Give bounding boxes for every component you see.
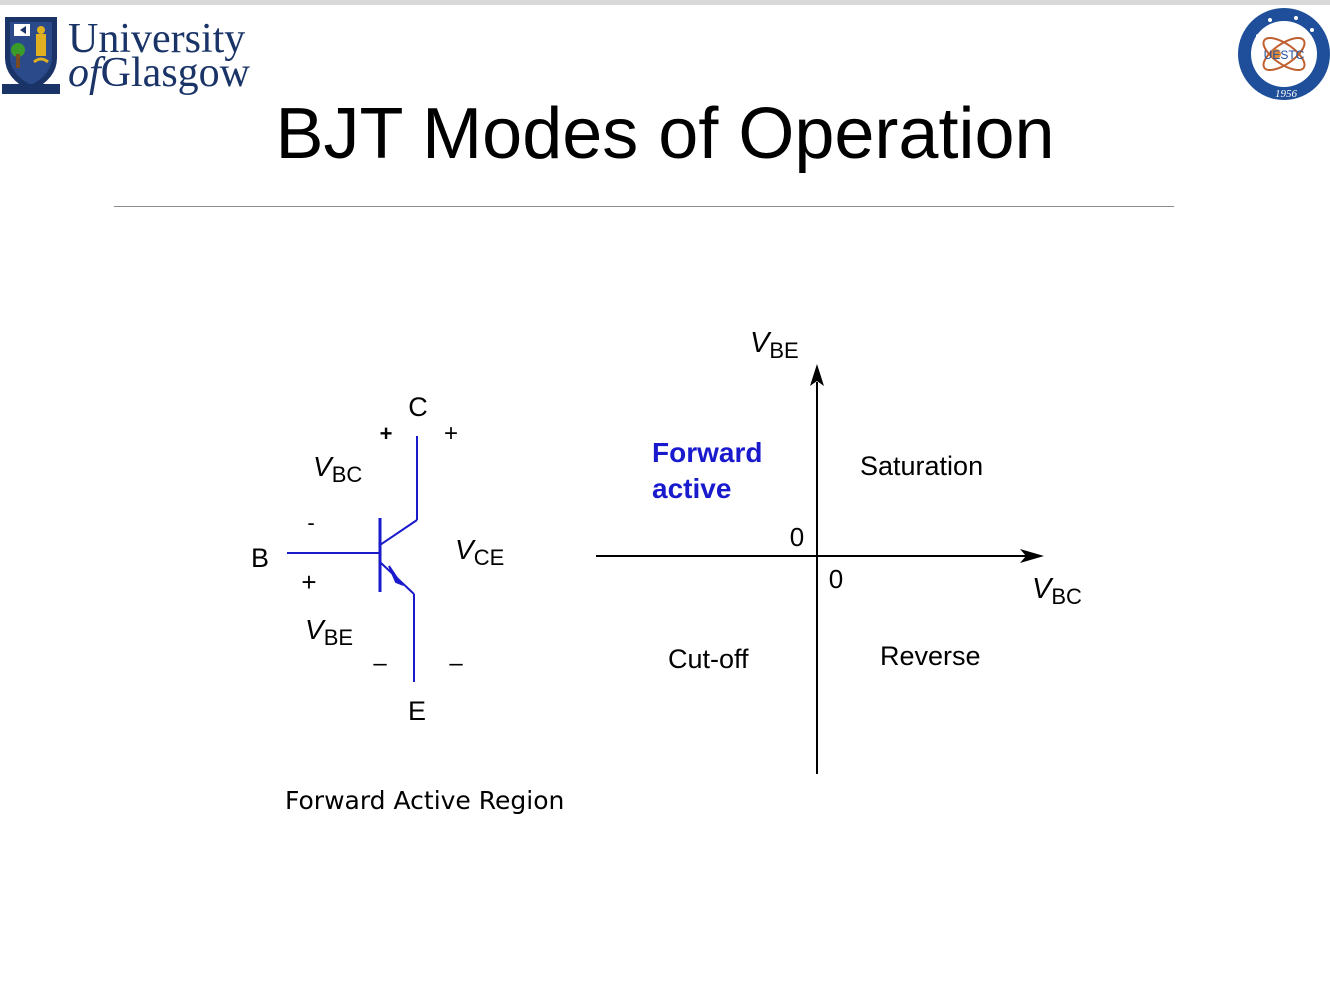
collector-connection — [379, 519, 418, 546]
vce-plus-sign: + — [444, 420, 458, 447]
emitter-arrow-icon — [388, 565, 404, 587]
vce-minus-sign: – — [449, 650, 463, 677]
vce-var: V — [455, 534, 476, 565]
origin-x-zero: 0 — [829, 564, 843, 594]
reverse-region-label: Reverse — [880, 641, 981, 671]
logo-glasgow: Glasgow — [100, 50, 250, 96]
logo-of: of — [68, 50, 101, 96]
origin-y-zero: 0 — [790, 522, 804, 552]
vbe-var: V — [305, 614, 326, 645]
vbc-minus-sign: - — [307, 510, 314, 535]
vbe-plus-sign: + — [301, 567, 316, 597]
npn-transistor-symbol — [287, 436, 418, 682]
title-divider — [114, 206, 1174, 207]
vbc-plus-sign: + — [380, 421, 393, 446]
collector-label: C — [408, 392, 428, 422]
vbe-axis-arrow-icon — [810, 364, 824, 386]
vbe-minus-sign: – — [373, 650, 387, 677]
vbc-axis-var: V — [1032, 573, 1054, 605]
vbe-axis-sub: BE — [769, 338, 798, 363]
saturation-region-label: Saturation — [860, 451, 983, 481]
uestc-text: UESTC — [1264, 48, 1305, 62]
forward-active-region-line2: active — [652, 473, 731, 504]
university-crest-icon — [2, 17, 60, 94]
base-label: B — [251, 543, 269, 573]
vbe-label: VBE — [305, 614, 353, 650]
uestc-logo: UESTC 1956 — [1236, 6, 1330, 102]
vbc-axis-label: VBC — [1032, 573, 1082, 609]
vbe-axis-label: VBE — [750, 327, 799, 363]
vbe-sub: BE — [324, 625, 353, 650]
forward-active-region-line1: Forward — [652, 437, 762, 468]
vbe-axis-var: V — [750, 327, 772, 359]
vbc-axis-sub: BC — [1051, 584, 1082, 609]
uestc-year: 1956 — [1275, 88, 1298, 100]
vbc-sub: BC — [332, 462, 363, 487]
operating-region-axes — [596, 382, 1030, 774]
vbc-axis-arrow-icon — [1020, 549, 1044, 563]
university-of-glasgow-logo: University ofGlasgow — [2, 12, 264, 96]
slide-title: BJT Modes of Operation — [275, 94, 1055, 174]
emitter-label: E — [408, 696, 426, 726]
top-bar — [0, 0, 1330, 5]
vbc-var: V — [313, 451, 334, 482]
vce-sub: CE — [474, 545, 505, 570]
vbc-label: VBC — [313, 451, 362, 487]
vce-label: VCE — [455, 534, 504, 570]
cutoff-region-label: Cut-off — [668, 644, 749, 674]
logo-line-1: University — [68, 16, 246, 62]
logo-line-2: ofGlasgow — [68, 52, 250, 94]
figure-caption: Forward Active Region — [285, 786, 565, 815]
uestc-seal-icon: UESTC 1956 — [1238, 8, 1330, 100]
